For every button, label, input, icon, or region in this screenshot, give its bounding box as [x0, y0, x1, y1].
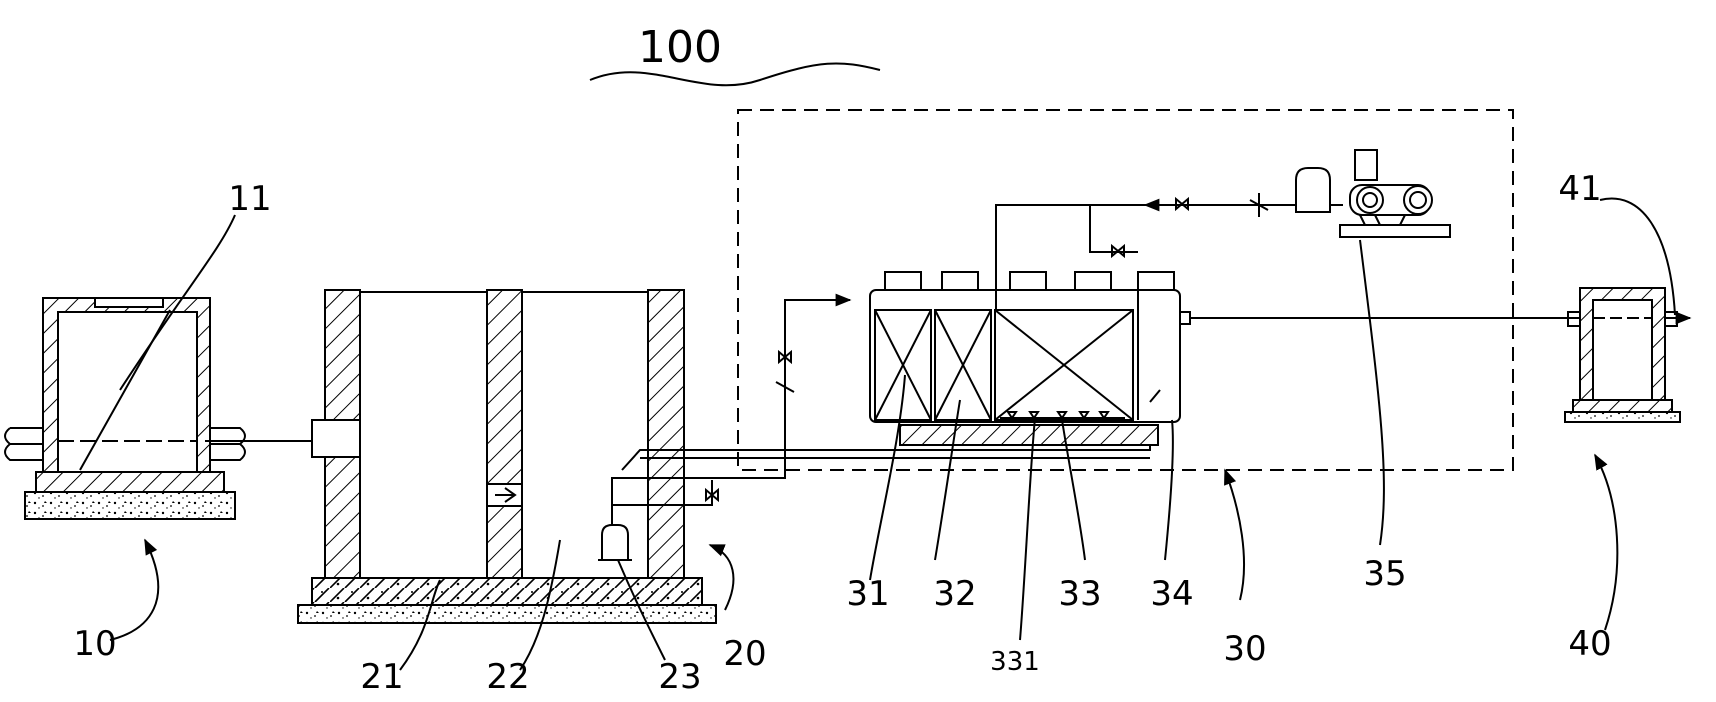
check-valve: [775, 375, 795, 400]
label-32: 32: [933, 574, 976, 614]
label-31: 31: [846, 574, 889, 614]
bio-unit-30-boundary: [737, 109, 1514, 471]
buffer-tank: [1295, 167, 1331, 213]
leader-34: [1164, 419, 1174, 561]
inlet-pipe-stub-left: [4, 427, 43, 461]
leader-10: [109, 538, 160, 641]
leader-30: [1224, 468, 1245, 601]
blower-35: [1339, 149, 1451, 238]
label-35: 35: [1363, 554, 1406, 594]
compartment-31: [874, 309, 932, 421]
tank20-base-concrete: [297, 604, 717, 624]
pump-to-bio-pipe: [611, 293, 852, 505]
title-number: 100: [638, 22, 722, 73]
leader-41: [1599, 197, 1676, 316]
leader-31: [869, 374, 906, 581]
inlet-well-10: [4, 297, 318, 520]
valve-lower: [705, 487, 719, 503]
tank20-mid-arrow: [495, 487, 517, 503]
leader-22: [519, 539, 561, 671]
bio-base-slab: [899, 424, 1159, 446]
inlet-well-base-concrete: [24, 491, 236, 520]
bio-unit-30: [869, 149, 1585, 446]
label-30: 30: [1223, 629, 1266, 669]
air-valve-1: [1175, 196, 1189, 212]
leader-32: [934, 399, 961, 561]
tank20-inlet-sleeve: [311, 419, 361, 458]
label-23: 23: [658, 657, 701, 697]
leader-33: [1061, 419, 1086, 561]
air-main-pipe: [995, 204, 1190, 310]
air-branch-pipe: [1089, 205, 1138, 253]
label-41: 41: [1558, 169, 1601, 209]
tank20-right-wall: [647, 289, 685, 579]
leader-21: [399, 579, 441, 671]
label-34: 34: [1150, 574, 1193, 614]
label-33: 33: [1058, 574, 1101, 614]
bio-outlet-nozzle: [1179, 311, 1191, 325]
label-21: 21: [360, 657, 403, 697]
inlet-well-walls: [42, 297, 211, 473]
lift-pump-23: [601, 524, 629, 561]
leader-23: [617, 559, 666, 661]
inlet-pipe-stub-right: [210, 427, 246, 461]
leader-20: [708, 544, 735, 611]
pump-discharge-pipe: [611, 480, 713, 525]
outlet-well-40: [1564, 287, 1692, 423]
leader-11: [119, 214, 236, 391]
tank20-base-slab: [311, 577, 703, 606]
label-40: 40: [1568, 624, 1611, 664]
air-valve-2: [1111, 243, 1125, 259]
valve-upper: [778, 349, 792, 365]
outlet-well-walls: [1579, 287, 1666, 401]
label-10: 10: [73, 624, 116, 664]
outlet-well-base: [1564, 411, 1681, 423]
label-331: 331: [990, 647, 1040, 677]
leader-40: [1594, 453, 1619, 631]
leader-331: [1019, 417, 1036, 641]
aerators-331: [1000, 411, 1125, 420]
compartment-32: [934, 309, 992, 421]
label-11: 11: [228, 179, 271, 219]
label-22: 22: [486, 657, 529, 697]
label-20: 20: [723, 634, 766, 674]
compartment-33: [994, 309, 1134, 421]
leader-35: [1359, 239, 1385, 546]
tank20-mid-wall: [486, 289, 523, 579]
inlet-well-cover: [94, 297, 164, 308]
inlet-well-base-slab: [35, 471, 225, 493]
title-leader-line: [589, 62, 881, 87]
regulating-tank-20: [297, 289, 1151, 624]
